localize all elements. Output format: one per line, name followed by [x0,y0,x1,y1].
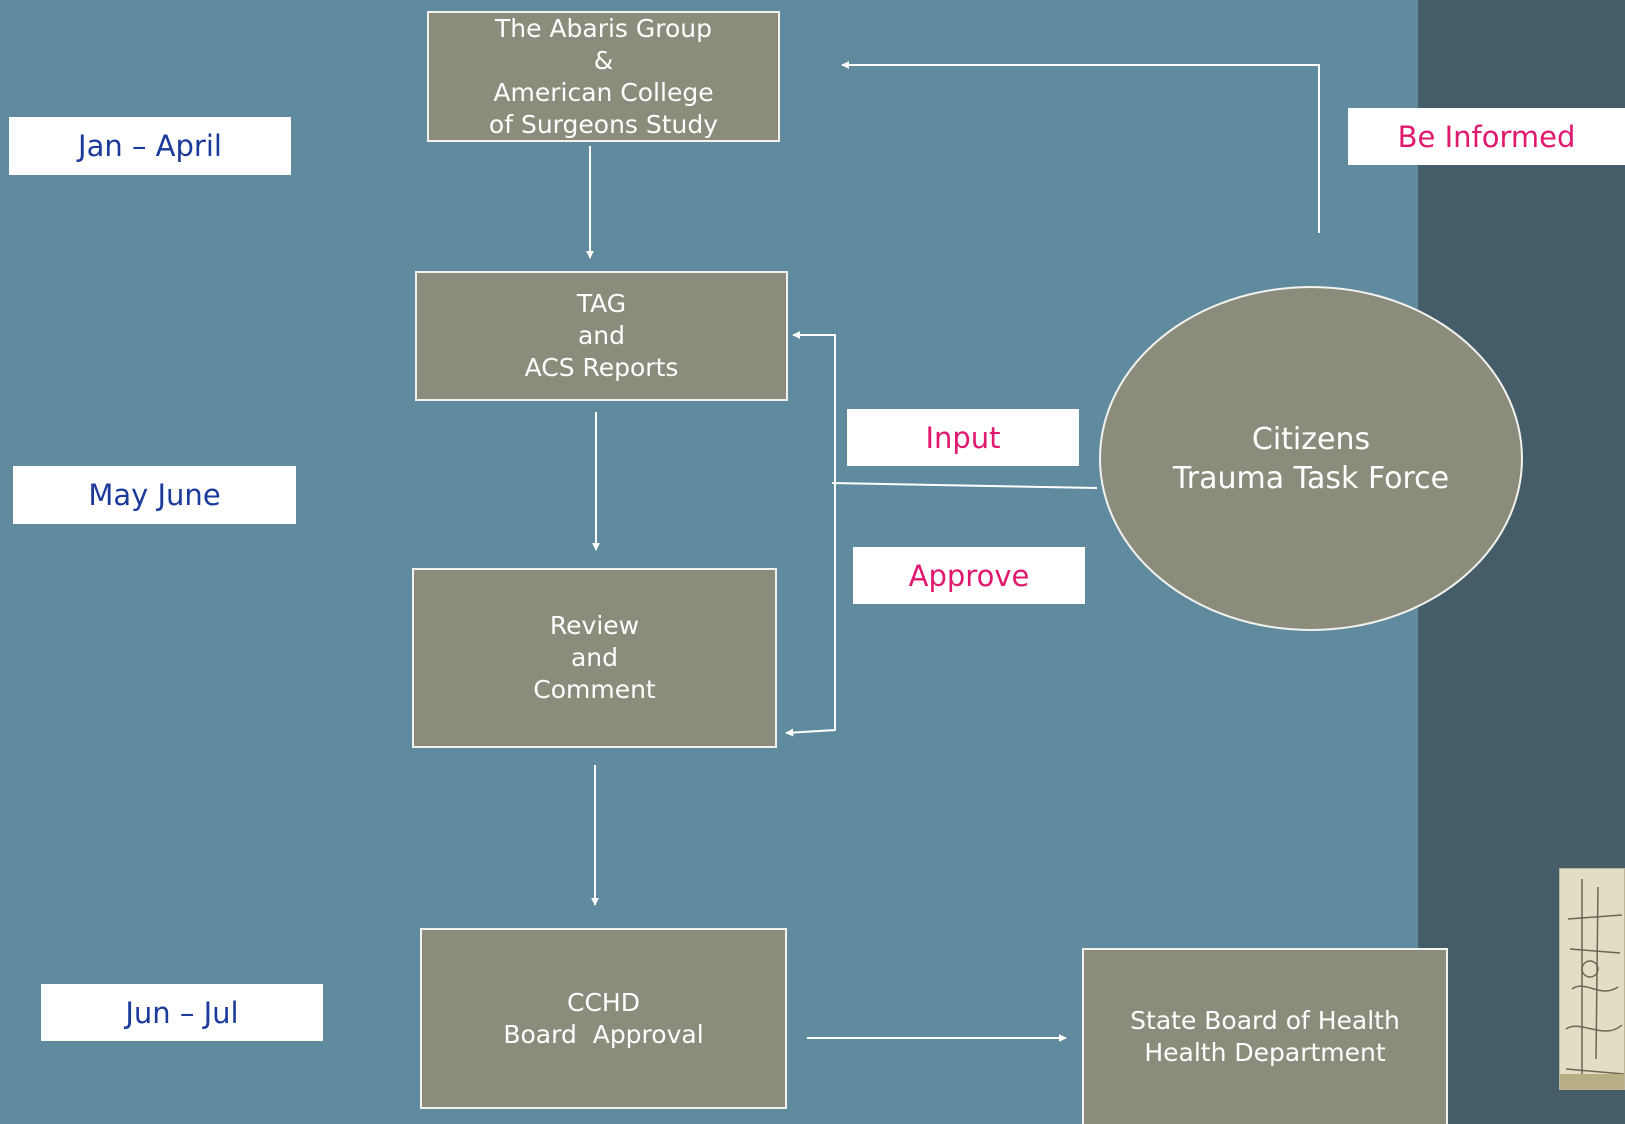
review-line-3: Comment [533,675,656,704]
cchd-line-1: CCHD [567,987,640,1017]
time-label-may-june: May June [13,466,296,524]
state-line-2: Health Department [1144,1038,1386,1067]
state-line-1: State Board of Health [1130,1006,1400,1035]
tag-line-1: TAG [576,289,627,318]
citizens-line-2: Trauma Task Force [1172,460,1450,496]
tag-line-2: and [577,321,626,350]
time-label-jan-april: Jan – April [9,117,291,175]
action-label-input: Input [847,409,1079,466]
state-board-box: State Board of Health Health Department [1082,948,1448,1124]
tag-line-3: ACS Reports [524,353,679,382]
corner-illustration-image [1559,868,1625,1090]
abaris-line-1: The Abaris Group [494,13,713,43]
cchd-line-2: Board Approval [503,1019,704,1049]
arrow-junction-to-review [785,483,836,737]
abaris-line-2: & [593,45,614,75]
cchd-approval-box: CCHD Board Approval [420,928,787,1109]
abaris-study-box: The Abaris Group & American College of S… [427,11,780,142]
action-label-be-informed: Be Informed [1348,108,1625,165]
time-label-jun-jul: Jun – Jul [41,984,323,1041]
abaris-line-4: of Surgeons Study [488,109,719,139]
citizens-line-1: Citizens [1251,421,1371,457]
arrow-citizens-to-abaris [841,61,1320,233]
review-line-2: and [570,643,619,672]
review-line-1: Review [549,611,640,640]
tag-acs-reports-box: TAG and ACS Reports [415,271,788,401]
citizens-task-force-ellipse: Citizens Trauma Task Force [1099,286,1523,631]
connector-citizens-to-junction [831,482,1098,489]
action-label-approve: Approve [853,547,1085,604]
review-comment-box: Review and Comment [412,568,777,748]
abaris-line-3: American College [493,77,714,107]
arrow-junction-to-tag [792,331,836,483]
